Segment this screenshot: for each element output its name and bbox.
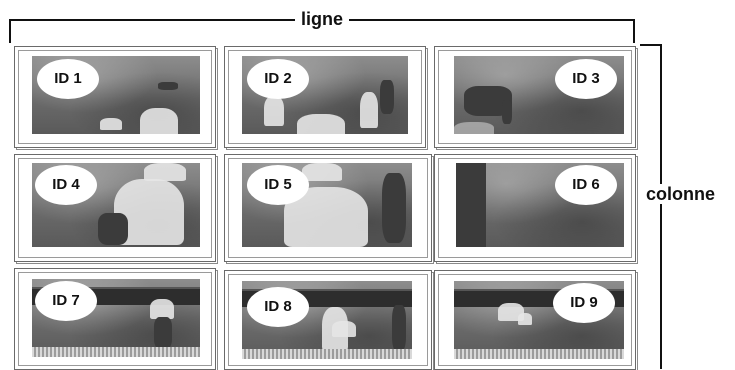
tile-frame	[438, 274, 632, 366]
tile-9: ID 9	[434, 270, 636, 370]
tile-id-label: ID 7	[35, 281, 97, 321]
tile-frame	[18, 50, 212, 144]
tile-id-label: ID 5	[247, 165, 309, 205]
tile-frame	[228, 274, 428, 366]
tile-frame	[18, 158, 212, 258]
tile-frame	[438, 50, 632, 144]
tile-id-label: ID 8	[247, 287, 309, 327]
tile-photo	[32, 163, 200, 247]
tile-6: ID 6	[434, 154, 636, 262]
tile-id-label: ID 6	[555, 165, 617, 205]
tile-5: ID 5	[224, 154, 432, 262]
tile-2: ID 2	[224, 46, 426, 148]
row-bracket-left-tick	[9, 19, 11, 43]
tile-id-label: ID 9	[553, 283, 615, 323]
column-bracket-vertical	[660, 44, 662, 369]
tile-3: ID 3	[434, 46, 636, 148]
column-label: colonne	[644, 184, 718, 204]
tile-id-label: ID 4	[35, 165, 97, 205]
tile-photo	[242, 281, 412, 359]
row-bracket-right-tick	[633, 19, 635, 43]
tile-frame	[228, 50, 422, 144]
tile-frame	[18, 272, 212, 366]
tile-id-label: ID 2	[247, 59, 309, 99]
tile-1: ID 1	[14, 46, 216, 148]
tile-4: ID 4	[14, 154, 216, 262]
tile-frame	[228, 158, 428, 258]
row-label: ligne	[295, 9, 350, 29]
tile-id-label: ID 1	[37, 59, 99, 99]
tile-7: ID 7	[14, 268, 216, 370]
tile-id-label: ID 3	[555, 59, 617, 99]
tile-frame	[438, 158, 632, 258]
column-bracket-top-tick	[640, 44, 662, 46]
tile-8: ID 8	[224, 270, 432, 370]
